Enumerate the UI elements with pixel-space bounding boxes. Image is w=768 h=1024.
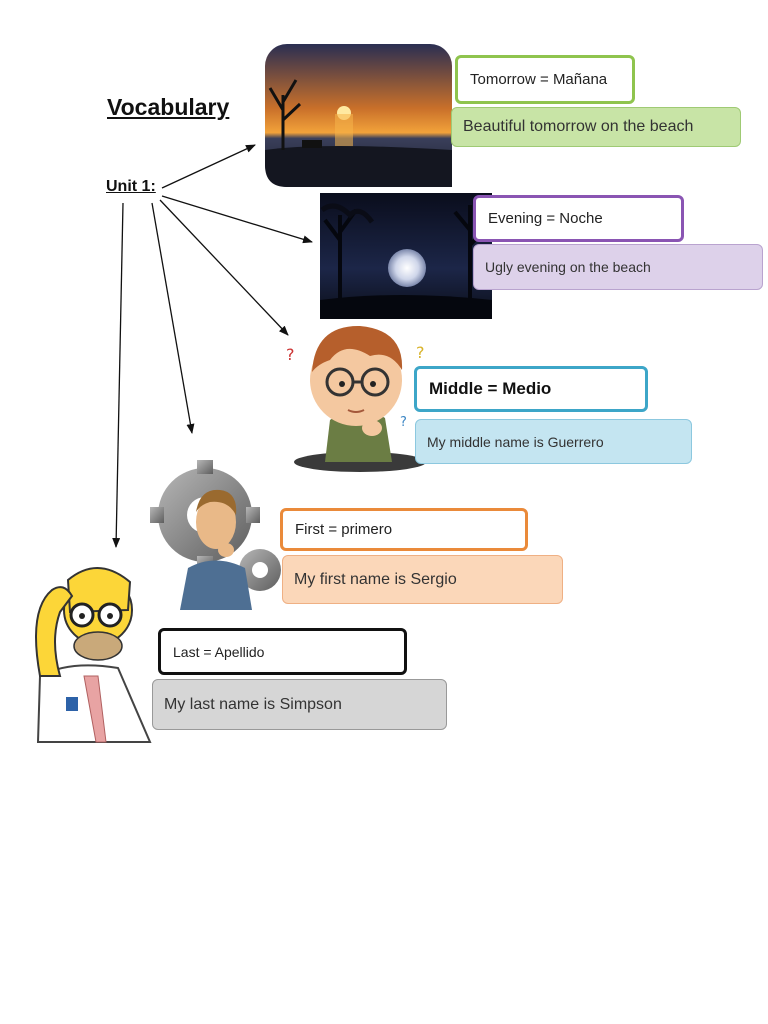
sentence-text: My first name is Sergio [294, 570, 457, 588]
term-text: First = primero [295, 521, 393, 538]
term-box-middle: Middle = Medio [414, 366, 648, 412]
man-with-gears-illustration [150, 460, 281, 610]
unit-label: Unit 1: [106, 178, 156, 195]
sentence-box-first: My first name is Sergio [282, 555, 563, 604]
arrows [112, 144, 313, 548]
night-moon-image [320, 193, 492, 319]
term-box-evening: Evening = Noche [473, 195, 684, 242]
term-text: Last = Apellido [173, 643, 265, 660]
sentence-box-last: My last name is Simpson [152, 679, 447, 730]
sentence-box-tomorrow: Beautiful tomorrow on the beach [451, 107, 741, 147]
sunset-image [265, 44, 452, 187]
svg-text:?: ? [416, 343, 425, 362]
svg-text:?: ? [400, 415, 407, 430]
thinking-boy-illustration: ? ? ? [286, 325, 426, 472]
sentence-text: Ugly evening on the beach [485, 259, 651, 275]
sentence-box-middle: My middle name is Guerrero [415, 419, 692, 464]
term-text: Tomorrow = Mañana [470, 71, 608, 88]
sentence-text: Beautiful tomorrow on the beach [463, 118, 694, 135]
page-title: Vocabulary [107, 94, 230, 120]
sentence-text: My last name is Simpson [164, 695, 342, 713]
term-box-tomorrow: Tomorrow = Mañana [455, 55, 635, 104]
term-box-first: First = primero [280, 508, 528, 551]
term-text: Evening = Noche [488, 210, 603, 227]
homer-illustration [35, 567, 152, 743]
svg-text:?: ? [286, 345, 295, 364]
term-text: Middle = Medio [429, 379, 552, 398]
sentence-text: My middle name is Guerrero [427, 433, 604, 450]
term-box-last: Last = Apellido [158, 628, 407, 675]
sentence-box-evening: Ugly evening on the beach [473, 244, 763, 290]
